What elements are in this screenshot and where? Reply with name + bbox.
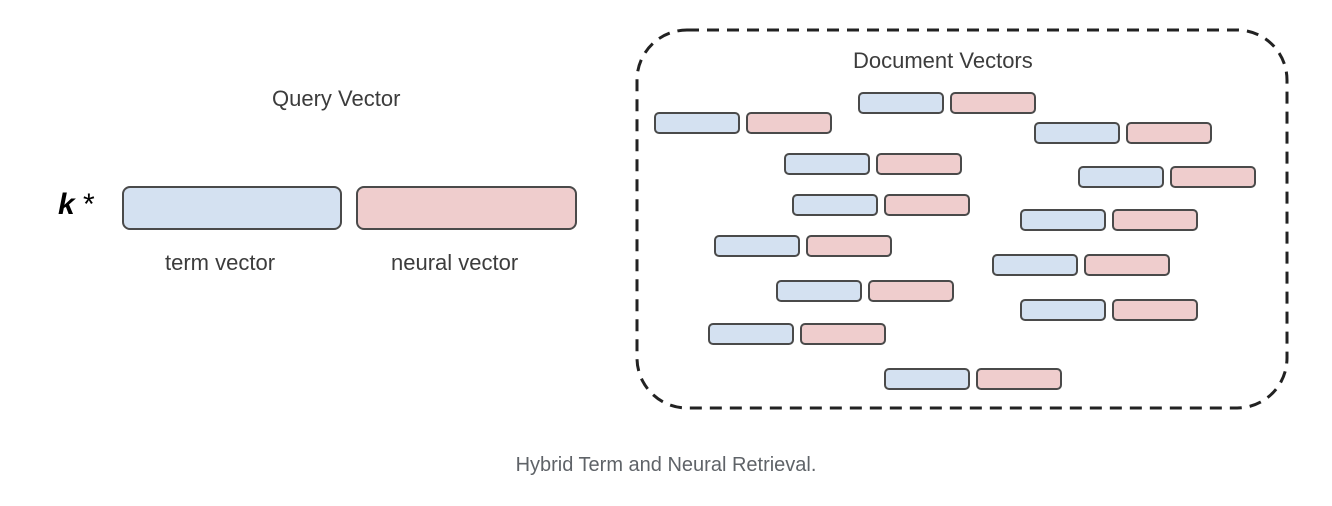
- document-neural-vector: [1112, 299, 1198, 321]
- document-vector-pair: [784, 153, 962, 175]
- multiplier-operator: *: [83, 188, 95, 221]
- document-vectors-title: Document Vectors: [853, 48, 1033, 73]
- document-term-vector: [1020, 209, 1106, 231]
- document-term-vector: [884, 368, 970, 390]
- document-vector-pair: [1078, 166, 1256, 188]
- document-neural-vector: [950, 92, 1036, 114]
- document-term-vector: [992, 254, 1078, 276]
- figure-caption: Hybrid Term and Neural Retrieval.: [515, 454, 817, 476]
- document-vector-pair: [884, 368, 1062, 390]
- document-term-vector: [776, 280, 862, 302]
- document-term-vector: [1020, 299, 1106, 321]
- document-vectors-container: [635, 28, 1289, 410]
- document-neural-vector: [876, 153, 962, 175]
- document-neural-vector: [746, 112, 832, 134]
- document-neural-vector: [884, 194, 970, 216]
- document-term-vector: [858, 92, 944, 114]
- document-term-vector: [1034, 122, 1120, 144]
- document-term-vector: [708, 323, 794, 345]
- multiplier-variable: k: [58, 188, 75, 221]
- document-vector-pair: [714, 235, 892, 257]
- document-term-vector: [714, 235, 800, 257]
- document-term-vector: [784, 153, 870, 175]
- document-neural-vector: [800, 323, 886, 345]
- document-vector-list: [654, 92, 1256, 390]
- document-term-vector: [792, 194, 878, 216]
- document-neural-vector: [806, 235, 892, 257]
- document-vector-pair: [776, 280, 954, 302]
- term-vector-label: term vector: [165, 250, 276, 275]
- document-term-vector: [654, 112, 740, 134]
- document-neural-vector: [1170, 166, 1256, 188]
- document-vector-pair: [1020, 209, 1198, 231]
- document-neural-vector: [1112, 209, 1198, 231]
- document-vector-pair: [1020, 299, 1198, 321]
- document-neural-vector: [1084, 254, 1170, 276]
- query-term-vector: [122, 186, 342, 230]
- query-vector-title: Query Vector: [272, 86, 401, 111]
- neural-vector-label: neural vector: [391, 250, 519, 275]
- document-vector-pair: [1034, 122, 1212, 144]
- document-vector-pair: [654, 112, 832, 134]
- document-vector-pair: [858, 92, 1036, 114]
- document-neural-vector: [976, 368, 1062, 390]
- document-vector-pair: [792, 194, 970, 216]
- multiplier-label: k *: [58, 188, 95, 222]
- document-vector-pair: [708, 323, 886, 345]
- document-vector-pair: [992, 254, 1170, 276]
- query-neural-vector: [356, 186, 577, 230]
- document-neural-vector: [1126, 122, 1212, 144]
- document-term-vector: [1078, 166, 1164, 188]
- document-neural-vector: [868, 280, 954, 302]
